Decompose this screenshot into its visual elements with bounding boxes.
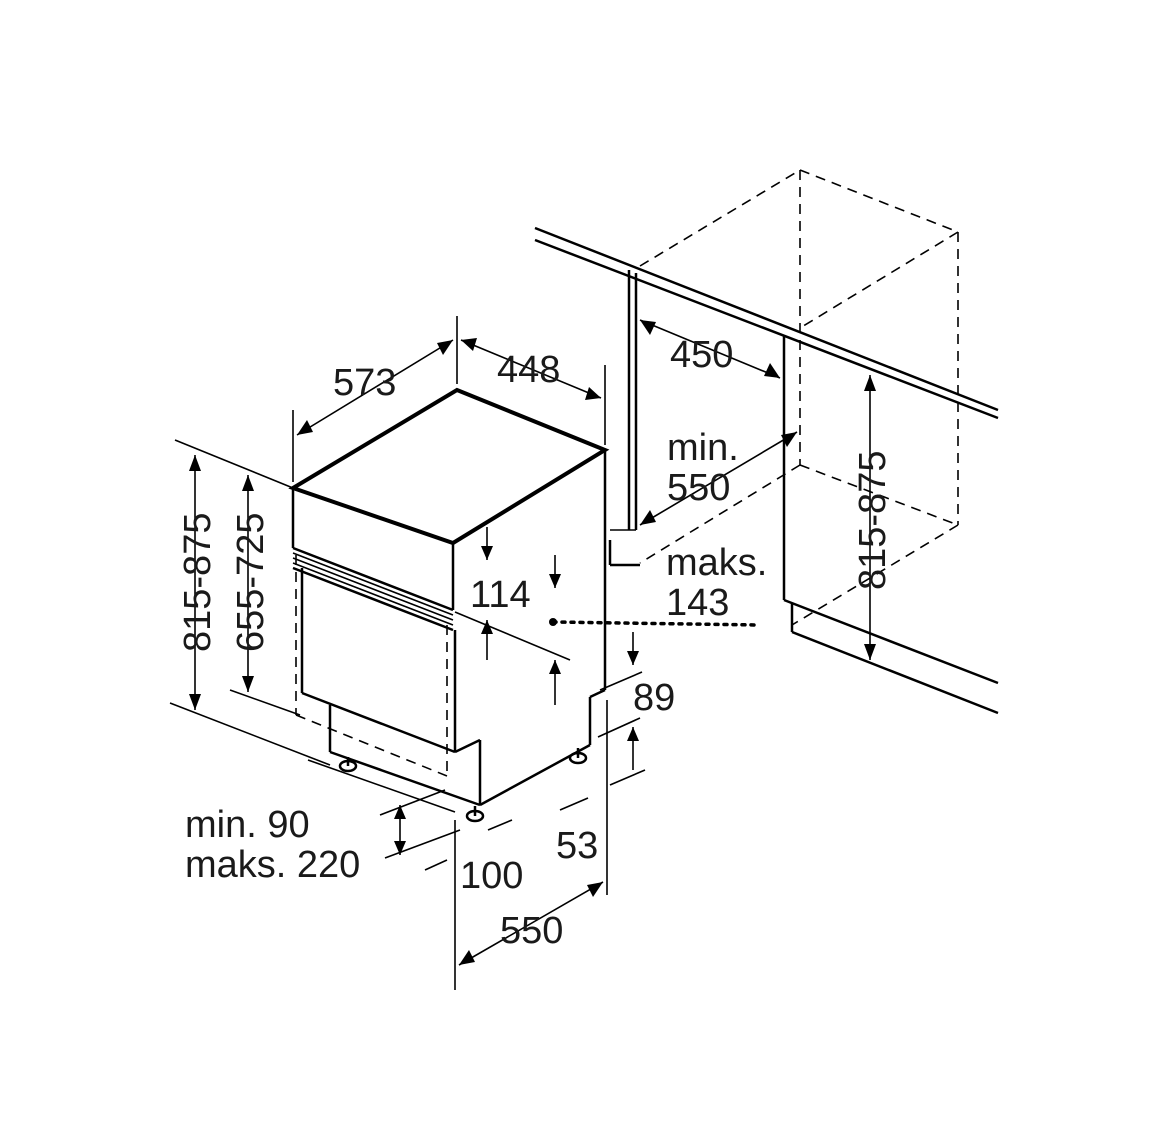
label-height-range: 655-725	[230, 513, 272, 652]
dimension-labels: 573 448 450 min. 550 815-875 815-875 655…	[177, 334, 894, 952]
niche-dashed-box	[639, 169, 959, 626]
label-53: 53	[556, 825, 598, 867]
dimension-arrowheads	[189, 320, 876, 965]
dimension-lines	[169, 316, 871, 990]
label-100: 100	[460, 855, 523, 897]
label-max: maks.	[666, 542, 767, 584]
label-max-value: 143	[666, 582, 729, 624]
label-plinth-min: min. 90	[185, 804, 310, 846]
label-448: 448	[497, 349, 560, 391]
label-niche-min: min.	[667, 427, 739, 469]
label-plinth-max: maks. 220	[185, 844, 360, 886]
label-573: 573	[333, 362, 396, 404]
label-550-bottom: 550	[500, 910, 563, 952]
label-450: 450	[670, 334, 733, 376]
label-niche-height: 815-875	[852, 451, 894, 590]
label-height-total: 815-875	[177, 513, 219, 652]
label-89: 89	[633, 677, 675, 719]
dishwasher-body	[288, 387, 610, 823]
dotted-connection-line	[549, 618, 760, 627]
niche-outline	[534, 226, 999, 715]
label-114: 114	[470, 574, 531, 616]
door-dashed-outline	[295, 555, 448, 777]
label-niche-min-value: 550	[667, 467, 730, 509]
